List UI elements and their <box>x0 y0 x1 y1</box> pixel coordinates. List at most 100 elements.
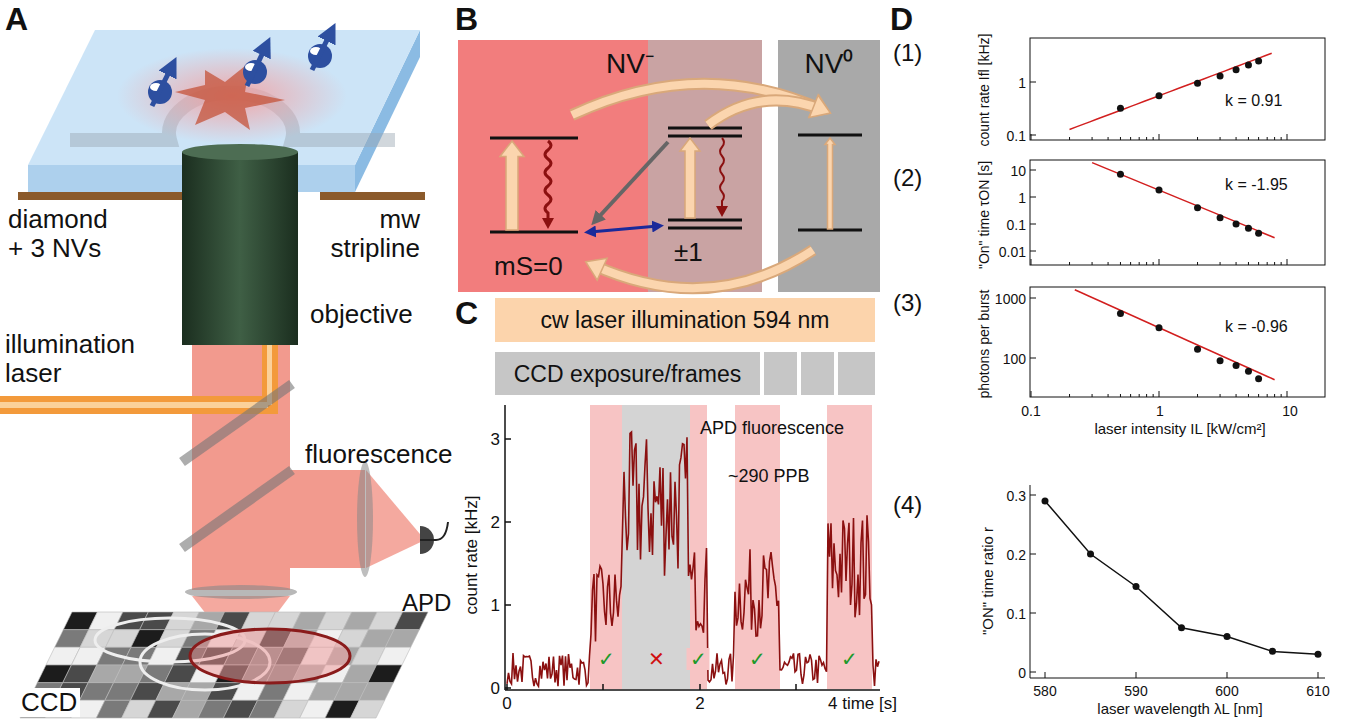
tick <box>1227 672 1228 678</box>
tick-label: 1 <box>491 596 500 615</box>
tick <box>505 438 511 440</box>
burst-region <box>590 405 622 689</box>
tick <box>1030 613 1036 614</box>
tick-label: 1 <box>1018 191 1026 207</box>
data-point <box>1245 368 1252 375</box>
tick-label: 590 <box>1124 684 1147 700</box>
tick <box>1136 672 1137 678</box>
tick <box>1258 394 1259 397</box>
excitation-arrow <box>500 141 524 230</box>
data-point <box>1042 497 1049 504</box>
arrow-head <box>716 206 728 217</box>
tick <box>1069 262 1070 265</box>
tick <box>1236 137 1237 140</box>
tick <box>506 684 508 690</box>
energy-level <box>668 127 742 130</box>
burst-region <box>735 405 780 689</box>
panel-letter: D <box>890 2 913 38</box>
plot-frame <box>1030 38 1325 140</box>
tick <box>1267 137 1268 140</box>
tick <box>1287 134 1288 140</box>
data-point <box>1217 214 1224 221</box>
tick <box>1220 262 1221 265</box>
tick <box>1287 391 1288 397</box>
check-mark: ✓ <box>746 648 769 670</box>
emission-wave <box>720 138 724 207</box>
panel-letter: B <box>455 2 478 38</box>
tick <box>1220 137 1221 140</box>
nv-minus-group: NV⁻mS=0±1 <box>458 40 762 292</box>
tick <box>1092 394 1093 397</box>
panel-letter: A <box>5 2 28 38</box>
tick <box>1108 394 1109 397</box>
check-mark: ✓ <box>838 648 861 670</box>
tick <box>1236 262 1237 265</box>
arrow-head <box>586 258 607 280</box>
tick-label: 10 <box>1010 164 1026 180</box>
tick <box>1130 262 1131 265</box>
cross-mark: ✕ <box>645 648 668 670</box>
data-point <box>1194 80 1201 87</box>
tick <box>1274 137 1275 140</box>
data-point <box>1245 225 1252 232</box>
tick <box>1031 391 1032 397</box>
tick <box>1153 262 1154 265</box>
data-point <box>1117 171 1124 178</box>
subpanel-number: (1) <box>893 40 922 67</box>
axis-title: laser wavelength λL [nm] <box>1097 701 1262 718</box>
tick <box>1030 170 1036 171</box>
arrow-body <box>593 250 813 288</box>
data-point <box>1178 624 1185 631</box>
tick <box>1281 262 1282 265</box>
arrow-outline <box>708 100 823 125</box>
node-text: ±1 <box>674 238 703 268</box>
tick <box>1030 197 1036 198</box>
tick <box>1030 82 1036 83</box>
data-point <box>1133 583 1140 590</box>
tick <box>1153 394 1154 397</box>
axis-title: "ON" time ratio r <box>980 527 997 635</box>
subpanel-number: (2) <box>893 165 922 192</box>
tick <box>1197 262 1198 265</box>
laser-bar: cw laser illumination 594 nm <box>495 298 875 342</box>
tick <box>1120 262 1121 265</box>
tick <box>1108 262 1109 265</box>
data-point <box>1255 57 1262 64</box>
tick <box>1030 298 1036 299</box>
node-text: mS=0 <box>494 252 563 282</box>
tick <box>1220 394 1221 397</box>
scaling-plots <box>1030 38 1325 678</box>
ccd-pixel <box>385 630 419 648</box>
tick <box>1120 394 1121 397</box>
tick <box>1146 394 1147 397</box>
energy-level <box>490 137 578 140</box>
subpanel-number: (3) <box>893 290 922 317</box>
data-point <box>1156 324 1163 331</box>
tick <box>505 687 511 689</box>
ccd-pixel <box>368 665 402 683</box>
fit-line <box>1070 53 1272 129</box>
tick <box>1258 262 1259 265</box>
tick <box>1197 137 1198 140</box>
optics <box>0 144 448 660</box>
tick <box>1267 394 1268 397</box>
tick <box>1153 137 1154 140</box>
node-text: CCD exposure/frames <box>514 361 742 387</box>
energy-level <box>668 227 742 230</box>
check-mark: ✓ <box>595 648 618 670</box>
tick-label: 0.1 <box>1021 404 1040 420</box>
axis-title: "On" time τON [s] <box>977 161 993 269</box>
data-point <box>1217 357 1224 364</box>
tick-label: 0.01 <box>999 245 1026 261</box>
data-point <box>1269 648 1276 655</box>
tick-label: 580 <box>1033 684 1056 700</box>
axis-line <box>505 689 880 691</box>
data-point <box>1194 204 1201 211</box>
tick <box>1274 262 1275 265</box>
tick <box>1281 394 1282 397</box>
part-label: fluorescence <box>305 440 452 469</box>
tick-label: 2 <box>491 513 500 532</box>
axis-title: laser intensity IL [kW/cm²] <box>1094 421 1265 438</box>
